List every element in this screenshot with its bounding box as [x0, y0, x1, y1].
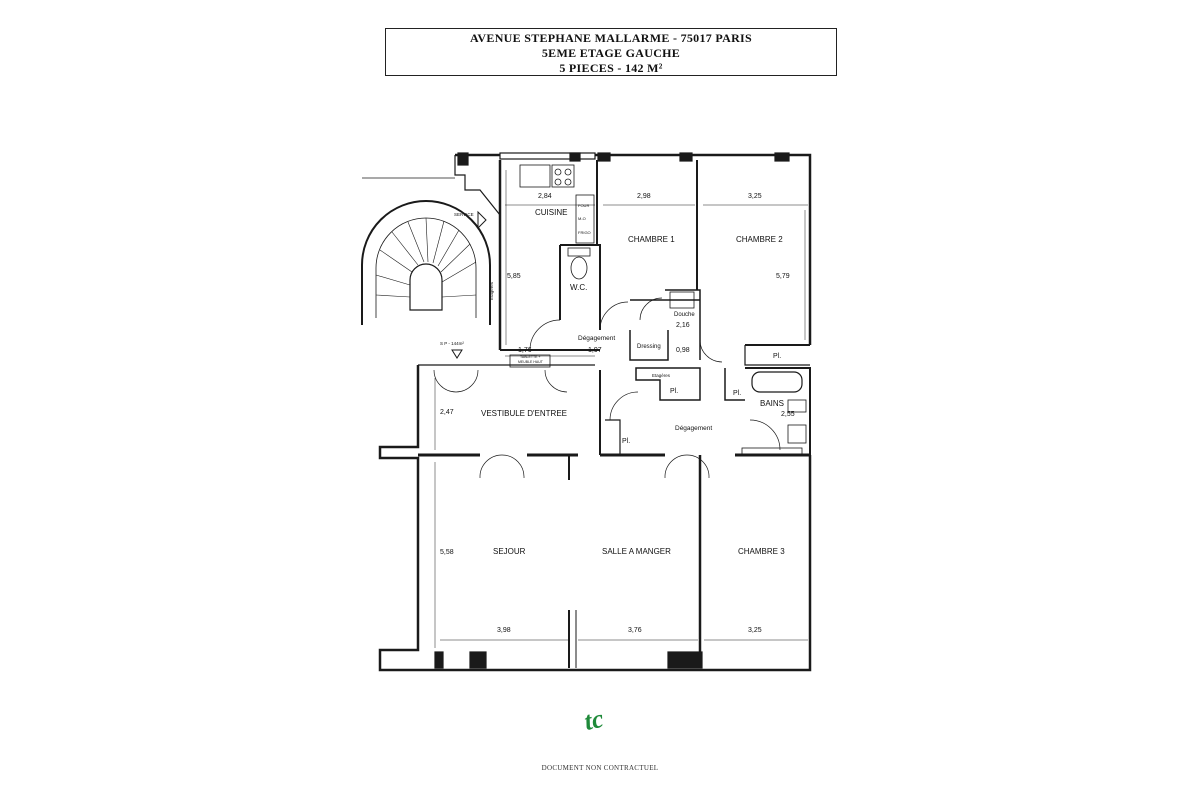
- dim-1-76: 1,76: [518, 347, 532, 354]
- room-dressing: Dressing: [637, 344, 661, 350]
- label-placard-1: Pl.: [773, 353, 781, 360]
- label-tablette: TABLETTE +: [520, 355, 540, 359]
- floor-line: 5EME ETAGE GAUCHE: [541, 46, 681, 60]
- kitchen-fixtures: [509, 164, 807, 456]
- walls: [361, 152, 812, 672]
- room-bains: BAINS: [760, 399, 784, 408]
- room-chambre-2: CHAMBRE 2: [736, 235, 783, 244]
- dimension-labels: 2,84 2,98 3,25 5,85 5,79 2,16 1,76 1,97 …: [440, 193, 795, 634]
- dim-3-76: 3,76: [628, 627, 642, 634]
- service-arrow: [477, 210, 487, 230]
- dim-3-25-top: 3,25: [748, 193, 762, 200]
- sp-marker: [451, 349, 463, 359]
- dim-1-97: 1,97: [588, 347, 602, 354]
- dim-3-25-bottom: 3,25: [748, 627, 762, 634]
- logo-lettering: tc: [582, 704, 607, 736]
- room-sejour: SEJOUR: [493, 547, 526, 556]
- dimension-lines: [434, 170, 808, 648]
- label-four: FOUR: [578, 203, 589, 208]
- room-cuisine: CUISINE: [535, 208, 567, 217]
- dim-0-98: 0,98: [676, 347, 690, 354]
- room-labels: CUISINE CHAMBRE 1 CHAMBRE 2 W.C. Douche …: [440, 203, 785, 556]
- label-meuble: MEUBLE HAUT: [518, 360, 544, 364]
- address-line: AVENUE STEPHANE MALLARME - 75017 PARIS: [470, 31, 752, 45]
- dim-3-98: 3,98: [497, 627, 511, 634]
- dim-5-79: 5,79: [776, 273, 790, 280]
- room-degagement-1: Dégagement: [578, 335, 615, 342]
- dim-5-58: 5,58: [440, 549, 454, 556]
- dim-2-55: 2,55: [781, 411, 795, 418]
- room-wc: W.C.: [570, 283, 587, 292]
- label-placard-4: Pl.: [733, 390, 741, 397]
- footer-disclaimer: DOCUMENT NON CONTRACTUEL: [541, 764, 659, 772]
- room-degagement-2: Dégagement: [675, 425, 712, 432]
- door-swings: [433, 297, 781, 479]
- dim-2-98: 2,98: [637, 193, 651, 200]
- label-service: SERVICE: [454, 212, 474, 217]
- label-etageres-2: Etagères: [489, 281, 494, 300]
- title-block: AVENUE STEPHANE MALLARME - 75017 PARIS 5…: [385, 28, 837, 76]
- dim-2-16: 2,16: [676, 322, 690, 329]
- label-placard-2: Pl.: [670, 388, 678, 395]
- dim-2-84: 2,84: [538, 193, 552, 200]
- label-sp: S P - 144m²: [440, 341, 464, 346]
- room-salle-a-manger: SALLE A MANGER: [602, 547, 671, 556]
- room-chambre-1: CHAMBRE 1: [628, 235, 675, 244]
- company-logo: tc: [582, 704, 607, 736]
- label-mo: M-O: [578, 216, 586, 221]
- dim-5-85: 5,85: [507, 273, 521, 280]
- room-douche: Douche: [674, 312, 695, 318]
- label-etageres: Etagères: [652, 373, 671, 378]
- size-line: 5 PIECES - 142 M²: [559, 61, 663, 75]
- room-vestibule: VESTIBULE D'ENTREE: [481, 409, 567, 418]
- dim-2-47: 2,47: [440, 409, 454, 416]
- label-frigo: FRIGO: [578, 230, 591, 235]
- room-chambre-3: CHAMBRE 3: [738, 547, 785, 556]
- label-placard-3: Pl.: [622, 438, 630, 445]
